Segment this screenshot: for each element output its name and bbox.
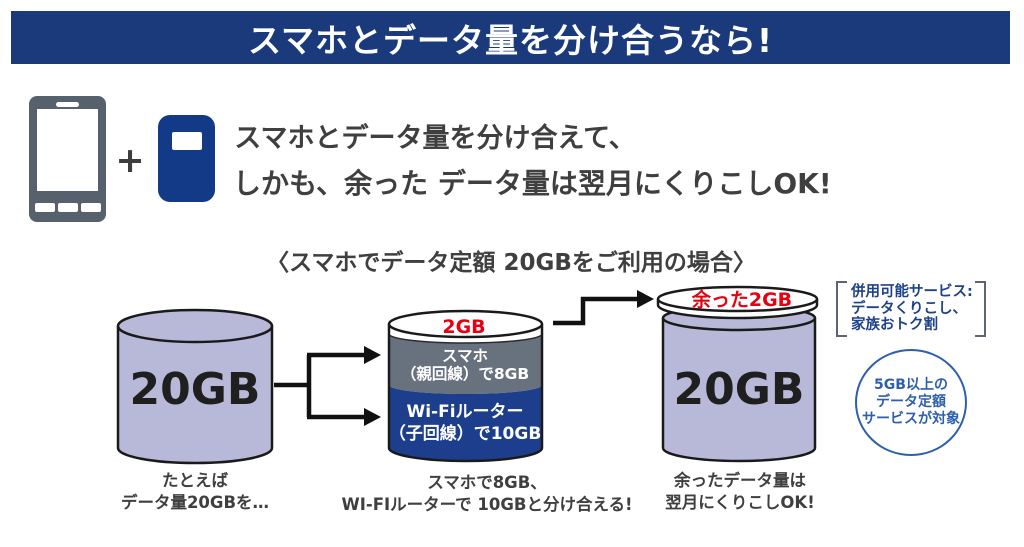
compatible-services-note: 併用可能サービス: データくりこし、 家族おトク割 xyxy=(836,281,986,337)
phone-button xyxy=(81,203,101,212)
eligibility-circle-note: 5GB以上の データ定額 サービスが対象 xyxy=(855,349,967,456)
source-caption: たとえば データ量20GBを… xyxy=(95,470,295,514)
source-cylinder-top xyxy=(116,308,274,344)
remainder-label: 2GB xyxy=(442,316,485,338)
carryover-caption-line1: 余ったデータ量は xyxy=(674,471,806,490)
carryover-cylinder: 余った2GB 20GB xyxy=(656,285,819,463)
phone-button xyxy=(35,203,55,212)
bracket-line1: 併用可能サービス: xyxy=(851,284,973,300)
plus-sign: + xyxy=(115,141,145,181)
circle-line1: 5GB以上の xyxy=(874,377,948,393)
arrowhead xyxy=(364,346,381,364)
phone-buttons xyxy=(35,203,101,212)
phone-screen xyxy=(37,109,98,191)
split-caption-line1: スマホで8GB、 xyxy=(427,473,547,492)
smartphone-icon xyxy=(29,96,106,222)
router-band-label-1: Wi-Fiルーター xyxy=(406,402,523,422)
phone-speaker xyxy=(56,102,79,107)
carryover-arrow xyxy=(553,290,654,326)
split-cylinder: 2GB スマホ （親回線）で8GB Wi-Fiルーター （子回線）で10GB xyxy=(387,309,544,463)
carryover-cylinder-body xyxy=(661,318,817,463)
router-display xyxy=(172,132,202,150)
arrowhead xyxy=(637,290,654,308)
bracket-line3: 家族おトク割 xyxy=(851,317,938,333)
headline-line1: スマホとデータ量を分け合えて、 xyxy=(234,123,636,154)
band-divider xyxy=(388,333,543,344)
source-caption-line1: たとえば xyxy=(162,471,228,490)
router-band-label-2: （子回線）で10GB xyxy=(389,423,542,444)
wifi-router-icon xyxy=(158,115,215,202)
phone-button xyxy=(58,203,78,212)
source-cylinder-value: 20GB xyxy=(130,364,261,415)
right-bracket xyxy=(975,281,986,337)
carryover-lid-label: 余った2GB xyxy=(691,288,792,311)
carryover-cylinder-value: 20GB xyxy=(674,364,805,415)
split-caption: スマホで8GB、 WI-FIルーターで 10GBと分け合える! xyxy=(337,472,637,516)
split-cylinder-outline xyxy=(387,324,544,463)
split-cylinder-router-band xyxy=(389,385,542,462)
compatible-services-text: 併用可能サービス: データくりこし、 家族おトク割 xyxy=(851,284,973,334)
split-caption-line2: WI-FIルーターで 10GBと分け合える! xyxy=(341,495,633,514)
bracket-line2: データくりこし、 xyxy=(851,300,967,317)
phone-band-label-2: （親回線）で8GB xyxy=(401,364,529,383)
split-cylinder-top xyxy=(387,309,544,339)
left-bracket xyxy=(836,281,847,337)
split-cylinder-phone-band xyxy=(389,334,542,394)
page-title: スマホとデータ量を分け合うなら! xyxy=(247,20,774,60)
circle-line2: データ定額 xyxy=(876,394,946,410)
source-cylinder: 20GB xyxy=(116,308,274,465)
carryover-lid xyxy=(656,285,819,313)
phone-band-label-1: スマホ xyxy=(442,347,488,365)
carryover-caption-line2: 翌月にくりこしOK! xyxy=(665,493,815,512)
headline-line2: しかも、余った データ量は翌月にくりこしOK! xyxy=(233,167,832,200)
arrowhead xyxy=(364,408,381,426)
source-cylinder-body xyxy=(116,326,274,465)
carryover-caption: 余ったデータ量は 翌月にくりこしOK! xyxy=(640,470,840,514)
split-arrow xyxy=(274,346,381,426)
case-subtitle: 〈スマホでデータ定額 20GBをご利用の場合〉 xyxy=(266,250,756,276)
source-caption-line2: データ量20GBを… xyxy=(120,493,270,512)
circle-line3: サービスが対象 xyxy=(862,411,960,427)
header-banner: スマホとデータ量を分け合うなら! xyxy=(11,11,1010,64)
